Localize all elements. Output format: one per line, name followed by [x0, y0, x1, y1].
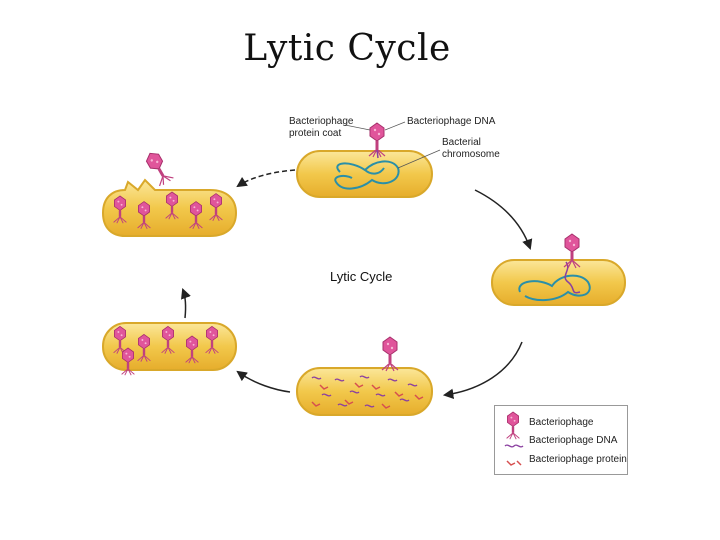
- bacterial-chromosome: [334, 160, 400, 190]
- bacterium-stage-3: [296, 367, 433, 416]
- legend: Bacteriophage Bacteriophage DNA Bacterio…: [494, 405, 628, 475]
- arrow-to-stage-4: [236, 370, 291, 393]
- bacterium-lysing: [101, 178, 238, 237]
- bacteriophage-icon: [506, 411, 520, 440]
- legend-item-bacteriophage: Bacteriophage: [529, 417, 594, 428]
- arrow-restart: [236, 169, 296, 188]
- phage-dna-leader: [384, 121, 406, 131]
- phage-dna-label: Bacteriophage DNA: [407, 116, 496, 127]
- bacterial-chromosome-label: Bacterial chromosome: [442, 137, 500, 160]
- cycle-center-label: Lytic Cycle: [330, 269, 393, 284]
- arrow-to-stage-2: [474, 189, 533, 250]
- attached-phage-icon-3: [381, 336, 399, 372]
- escaping-phage-icon: [142, 148, 175, 188]
- legend-item-phage-dna: Bacteriophage DNA: [529, 435, 618, 446]
- injected-dna-strand: [376, 149, 379, 159]
- chromosome-leader: [397, 149, 441, 169]
- arrow-to-lysis: [181, 288, 191, 319]
- protein-fragments: [311, 382, 424, 409]
- phage-dna-in-cell: [564, 261, 581, 294]
- legend-item-phage-protein: Bacteriophage protein: [529, 454, 627, 465]
- protein-coat-label: Bacteriophage protein coat: [289, 116, 354, 139]
- bacterium-stage-4: [102, 322, 237, 371]
- protein-coat-leader: [344, 124, 371, 131]
- bacterium-stage-2: [491, 259, 626, 306]
- dna-fragments: [311, 375, 418, 408]
- arrow-to-stage-3: [442, 341, 523, 400]
- page-title: Lytic Cycle: [243, 28, 451, 69]
- phage-dna-icon: [504, 444, 524, 448]
- bacterium-stage-1: [296, 150, 433, 198]
- host-chromosome-2: [518, 274, 591, 302]
- phage-protein-icon: [506, 460, 522, 466]
